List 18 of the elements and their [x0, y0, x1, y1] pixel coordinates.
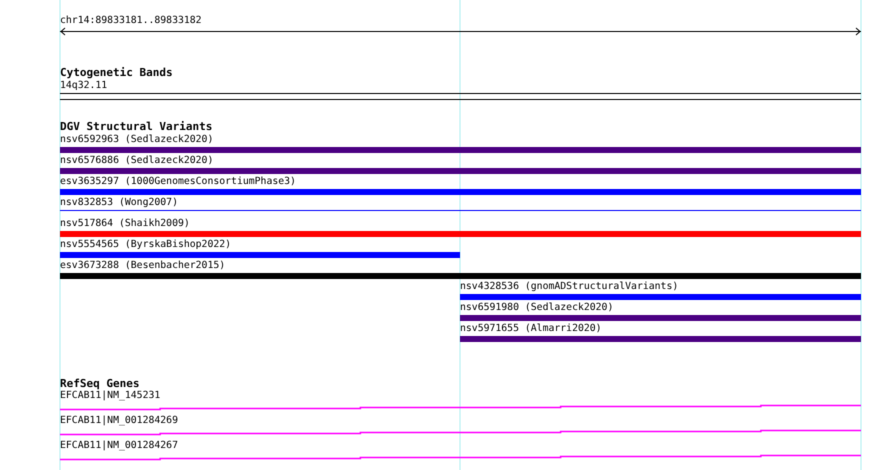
gene-label: EFCAB11|NM_001284267	[60, 440, 178, 452]
variant-label: nsv5554565 (ByrskaBishop2022)	[60, 239, 232, 251]
variant-label: esv3635297 (1000GenomesConsortiumPhase3)	[60, 176, 296, 188]
variant-label: nsv6576886 (Sedlazeck2020)	[60, 155, 214, 167]
variant-label: nsv5971655 (Almarri2020)	[460, 323, 602, 335]
track-heading: RefSeq Genes	[60, 378, 140, 390]
band-label: 14q32.11	[60, 80, 108, 92]
gene-label: EFCAB11|NM_001284269	[60, 415, 178, 427]
gene-label: EFCAB11|NM_145231	[60, 390, 160, 402]
variant-label: nsv6592963 (Sedlazeck2020)	[60, 134, 214, 146]
variant-label: esv3673288 (Besenbacher2015)	[60, 260, 226, 272]
coordinate-label: chr14:89833181..89833182	[60, 15, 202, 27]
track-heading: DGV Structural Variants	[60, 121, 212, 133]
track-heading: Cytogenetic Bands	[60, 67, 173, 79]
variant-label: nsv6591980 (Sedlazeck2020)	[460, 302, 614, 314]
variant-label: nsv832853 (Wong2007)	[60, 197, 178, 209]
variant-label: nsv4328536 (gnomADStructuralVariants)	[460, 281, 678, 293]
variant-label: nsv517864 (Shaikh2009)	[60, 218, 190, 230]
